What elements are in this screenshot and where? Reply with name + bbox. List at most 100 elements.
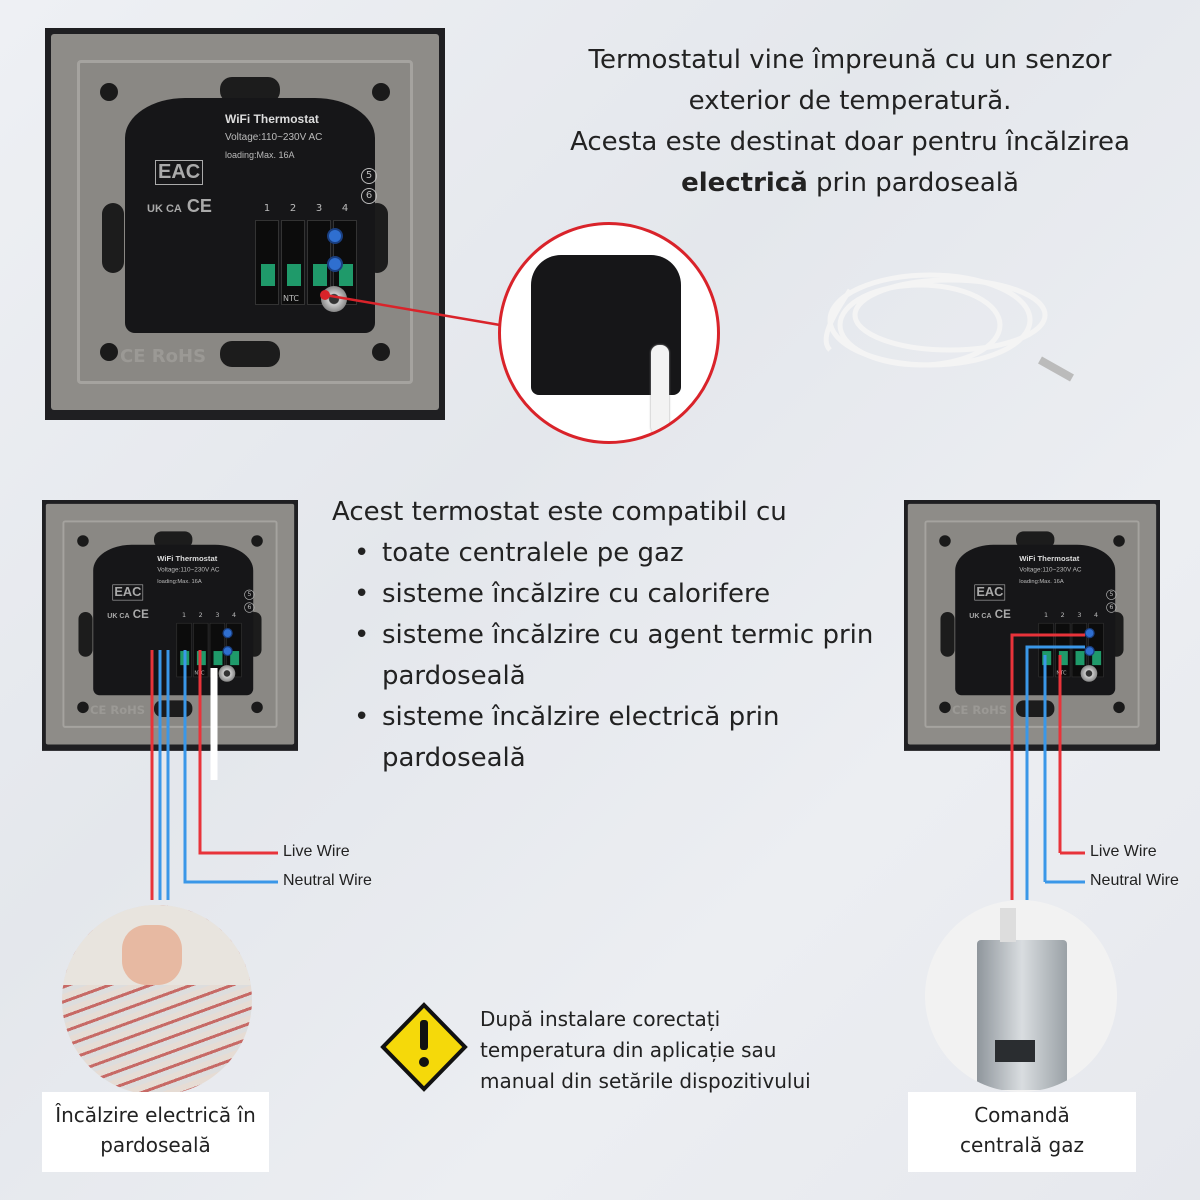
ce-mark: CE <box>132 607 149 621</box>
terminal-number: 3 <box>315 203 323 214</box>
screw-hole <box>372 83 390 101</box>
thermostat-back-large: CE RoHS WiFi Thermostat Voltage:110~230V… <box>45 28 445 420</box>
loading-label: loading:Max. 16A <box>157 578 202 585</box>
neutral-wire-label: Neutral Wire <box>283 872 372 889</box>
screw-hole <box>100 343 118 361</box>
screw-terminal <box>327 256 343 272</box>
live-wire-lead <box>1058 655 1085 855</box>
right-wires <box>1010 633 1085 900</box>
live-wire-lead <box>198 650 278 855</box>
screw-hole <box>1113 535 1125 547</box>
live-wire-path <box>1010 633 1085 900</box>
ntc-sensor-port[interactable] <box>1080 665 1098 682</box>
rohs-mark: CE RoHS <box>90 703 146 717</box>
compatibility-section: Acest termostat este compatibil cu toate… <box>332 492 892 779</box>
sensor-description: Termostatul vine împreună cu un senzor e… <box>570 45 1130 198</box>
ntc-port-zoom-callout <box>498 222 720 444</box>
screw-hole <box>372 343 390 361</box>
callout-dot <box>320 290 330 300</box>
voltage-label: Voltage:110~230V AC <box>157 566 220 574</box>
live-wire-label: Live Wire <box>283 843 350 860</box>
thermostat-module: WiFi Thermostat Voltage:110~230V AC load… <box>955 544 1117 696</box>
eac-mark: EAC <box>974 584 1006 601</box>
eac-mark: EAC <box>155 160 204 185</box>
screw-hole <box>939 535 951 547</box>
aux-terminal: 5 <box>1106 589 1117 600</box>
aux-terminal: 6 <box>244 602 255 613</box>
compatibility-list: toate centralele pe gaz sisteme încălzir… <box>332 533 892 779</box>
terminal-number: 2 <box>198 612 203 620</box>
eac-mark: EAC <box>112 584 144 601</box>
screw-terminal <box>327 228 343 244</box>
ce-mark: CE <box>186 196 212 216</box>
terminal-number: 4 <box>231 612 237 620</box>
ce-mark: CE <box>994 607 1011 621</box>
sensor-plug <box>651 345 669 435</box>
terminal-number: 1 <box>263 203 271 214</box>
screw-hole <box>251 701 263 714</box>
screw-hole <box>77 535 89 547</box>
warning-text: După instalare corectați temperatura din… <box>480 1007 811 1093</box>
left-wires <box>150 650 278 900</box>
thermostat-module: WiFi Thermostat Voltage:110~230V AC load… <box>93 544 255 696</box>
gas-boiler-photo <box>925 900 1117 1092</box>
neutral-wire-label: Neutral Wire <box>1090 872 1179 889</box>
screw-terminal <box>1084 645 1095 657</box>
ukca-mark: UK CA <box>969 612 992 620</box>
live-wire-label: Live Wire <box>1090 843 1157 860</box>
screw-hole <box>100 83 118 101</box>
screw-terminal <box>1084 628 1095 639</box>
neutral-wire-lead <box>183 650 278 884</box>
screw-terminal <box>222 645 233 657</box>
screw-hole <box>1113 701 1125 714</box>
floor-heating-photo <box>62 905 252 1095</box>
terminal-number: 1 <box>1044 612 1049 620</box>
callout-line <box>324 293 501 327</box>
loading-label: loading:Max. 16A <box>225 150 295 160</box>
screw-hole <box>77 701 89 714</box>
screw-terminal <box>222 628 233 639</box>
neutral-wire-lead <box>1043 655 1085 884</box>
ntc-label: NTC <box>283 294 299 303</box>
ukca-mark: UK CA <box>107 612 130 620</box>
thermostat-back-right: CE RoHS WiFi Thermostat Voltage:110~230V… <box>904 500 1160 751</box>
rohs-mark: CE RoHS <box>120 346 207 367</box>
device-title: WiFi Thermostat <box>225 112 319 126</box>
terminal-number: 3 <box>1077 612 1082 620</box>
warning-icon <box>380 1002 468 1092</box>
aux-terminal: 6 <box>1106 602 1117 613</box>
list-item: sisteme încălzire cu agent termic prin p… <box>332 615 892 697</box>
terminal-number: 2 <box>1060 612 1065 620</box>
terminal-number: 4 <box>1093 612 1099 620</box>
terminal-number: 3 <box>215 612 220 620</box>
terminal-number: 2 <box>289 203 297 214</box>
loading-label: loading:Max. 16A <box>1019 578 1064 585</box>
aux-terminal: 6 <box>361 188 377 204</box>
terminal-number: 4 <box>341 203 349 214</box>
terminal-block <box>281 220 305 305</box>
device-title: WiFi Thermostat <box>157 553 218 563</box>
screw-hole <box>939 701 951 714</box>
aux-terminal: 5 <box>361 168 377 184</box>
terminal-block <box>255 220 279 305</box>
thermostat-back-left: CE RoHS WiFi Thermostat Voltage:110~230V… <box>42 500 298 751</box>
rohs-mark: CE RoHS <box>952 703 1008 717</box>
ukca-mark: UK CA <box>147 203 182 215</box>
voltage-label: Voltage:110~230V AC <box>1019 566 1082 574</box>
list-item: toate centralele pe gaz <box>332 533 892 574</box>
voltage-label: Voltage:110~230V AC <box>225 132 323 143</box>
device-title: WiFi Thermostat <box>1019 553 1080 563</box>
aux-terminal: 5 <box>244 589 255 600</box>
sensor-cable-image <box>823 272 1074 382</box>
list-item: sisteme încălzire cu calorifere <box>332 574 892 615</box>
terminal-number: 1 <box>182 612 187 620</box>
gas-boiler-caption: Comandă centrală gaz <box>908 1092 1136 1172</box>
compatibility-heading: Acest termostat este compatibil cu <box>332 497 787 527</box>
list-item: sisteme încălzire electrică prin pardose… <box>332 697 892 779</box>
thermostat-module: WiFi Thermostat Voltage:110~230V AC load… <box>125 98 377 333</box>
screw-hole <box>251 535 263 547</box>
floor-heating-caption: Încălzire electrică în pardoseală <box>42 1092 269 1172</box>
neutral-wire-path <box>1025 645 1085 900</box>
ntc-sensor-port[interactable] <box>218 665 236 682</box>
